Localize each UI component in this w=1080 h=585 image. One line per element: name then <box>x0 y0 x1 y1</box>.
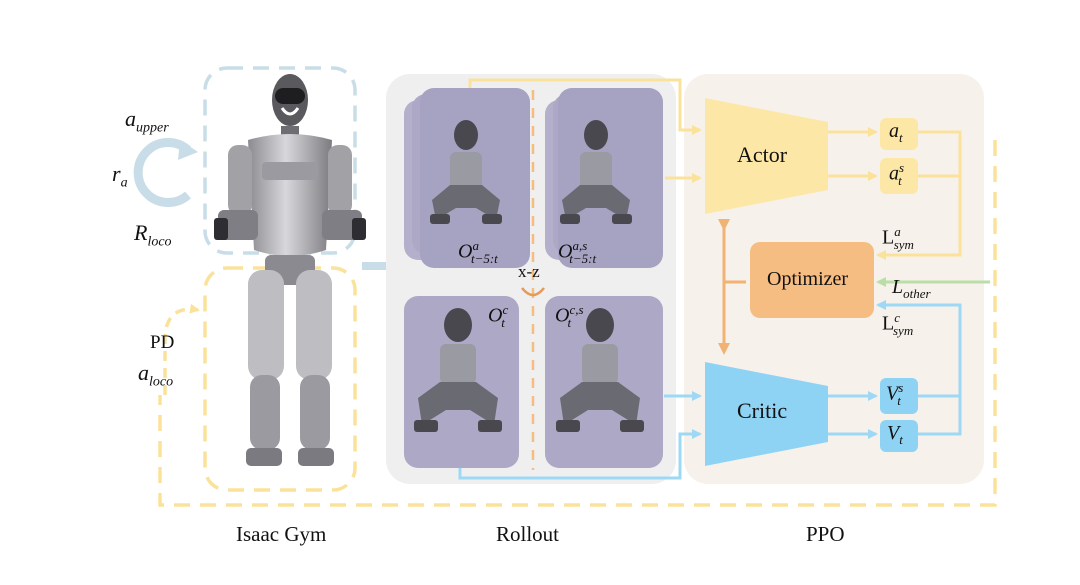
optimizer-label: Optimizer <box>767 268 849 290</box>
robot-squat-2 <box>560 120 632 224</box>
ppo-section-label: PPO <box>806 522 845 546</box>
critic-label: Critic <box>737 398 788 423</box>
actor-block <box>705 98 828 214</box>
l-sym-a-label: Lasym <box>882 224 914 252</box>
rollout-section-label: Rollout <box>496 522 560 546</box>
v-t-label: Vt <box>887 422 903 447</box>
feedback-loop-line <box>158 140 997 507</box>
a-t-label: at <box>889 120 903 145</box>
isaac-gym-section-label: Isaac Gym <box>236 522 327 546</box>
a-loco-label: aloco <box>138 360 174 390</box>
actor-loss-line <box>876 130 962 260</box>
v-t-s-label: Vst <box>886 380 904 408</box>
robot-figure <box>214 74 366 466</box>
robot-squat-1 <box>430 120 502 224</box>
mirror-arc-icon <box>521 287 545 297</box>
optimizer-block <box>750 242 874 318</box>
a-t-box <box>880 118 918 150</box>
obs-actor-sym-label: Oa,st−5:t <box>558 238 597 266</box>
a-t-s-box <box>880 158 918 194</box>
v-t-s-box <box>880 378 918 414</box>
r-loco-label: Rloco <box>134 220 172 250</box>
critic-block <box>705 362 828 466</box>
upper-action-cycle-icon <box>133 138 191 207</box>
a-t-s-label: ast <box>889 160 905 188</box>
critic-loss-line <box>876 300 962 436</box>
a-upper-label: aupper <box>125 106 169 136</box>
obs-actor-label: Oat−5:t <box>458 238 498 266</box>
obs-critic-label: Oct <box>488 302 509 330</box>
mirror-label: x-z <box>518 262 540 281</box>
robot-squat-4 <box>556 308 644 432</box>
obs-to-actor-arrow <box>468 78 702 135</box>
obs-critic-sym-label: Oc,st <box>555 302 584 330</box>
v-t-box <box>880 420 918 452</box>
pd-label: PD <box>150 332 175 353</box>
l-other-label: Lother <box>892 276 931 301</box>
robot-squat-3 <box>414 308 502 432</box>
critic-obs-arrow <box>458 429 702 480</box>
actor-label: Actor <box>737 142 788 167</box>
pd-arrow <box>163 303 200 395</box>
r-a-label: ra <box>112 161 128 191</box>
l-sym-c-label: Lcsym <box>882 310 914 338</box>
